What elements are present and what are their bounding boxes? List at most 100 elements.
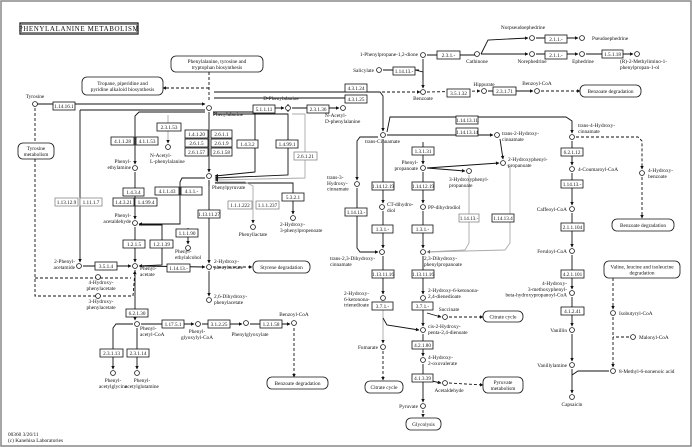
compound[interactable]: (R)-2-Methylimino-1-phenylpropan-1-ol bbox=[620, 51, 667, 71]
compound-node[interactable] bbox=[420, 295, 426, 301]
compound-node[interactable] bbox=[569, 327, 575, 333]
enzyme-box[interactable]: 3.7.1.- bbox=[371, 301, 394, 311]
compound[interactable]: cis-2-Hydroxy-penta-2,4-dienoate bbox=[420, 324, 469, 336]
compound-node[interactable] bbox=[494, 132, 500, 138]
compound-node[interactable] bbox=[95, 293, 101, 299]
enzyme-box[interactable]: 1.1.1.90 bbox=[175, 228, 199, 238]
compound[interactable]: Norpseudoephedrine bbox=[501, 25, 546, 41]
enzyme-box[interactable]: 1.4.1.20 bbox=[184, 129, 209, 139]
enzyme-box[interactable]: 1.3.1.- bbox=[411, 224, 434, 234]
compound[interactable]: Phenyl-propanoate bbox=[394, 160, 426, 172]
enzyme-box[interactable]: 4.1.1.43 bbox=[154, 186, 180, 196]
compound[interactable]: Phenyl-ethylalcohol bbox=[175, 245, 202, 261]
enzyme-box[interactable]: 1.17.5.1 bbox=[161, 319, 185, 329]
enzyme-box[interactable]: 1.14.12.19 bbox=[371, 181, 394, 191]
compound-node[interactable] bbox=[610, 310, 616, 316]
compound[interactable]: Phenyllactate bbox=[239, 224, 268, 238]
compound-node[interactable] bbox=[379, 204, 385, 210]
enzyme-box[interactable]: 2.3.1.71 bbox=[492, 86, 517, 96]
compound-node[interactable] bbox=[569, 394, 575, 400]
enzyme-box[interactable]: 2.1.1.- bbox=[544, 50, 568, 60]
compound-node[interactable] bbox=[500, 160, 506, 166]
enzyme-box[interactable]: 1.1.1.222 bbox=[227, 200, 253, 210]
compound[interactable]: Phenyl-ethylamine bbox=[107, 159, 138, 171]
compound-node[interactable] bbox=[569, 362, 575, 368]
compound-node[interactable] bbox=[569, 166, 575, 172]
enzyme-box[interactable]: 1.4.3.2 bbox=[236, 139, 259, 149]
compound[interactable]: Hippurate bbox=[473, 82, 495, 94]
enzyme-box[interactable]: 1.13.11.16 bbox=[411, 269, 435, 279]
compound-node[interactable] bbox=[32, 101, 38, 107]
enzyme-box[interactable]: 1.11.1.7 bbox=[79, 197, 103, 207]
enzyme-box[interactable]: 2.6.1.21 bbox=[293, 151, 318, 161]
enzyme-box[interactable]: 4.3.1.24 bbox=[344, 83, 368, 93]
compound-node[interactable] bbox=[420, 204, 426, 210]
compound[interactable]: 8-Methyl-6-nonenoic acid bbox=[610, 368, 675, 375]
compound-node[interactable] bbox=[132, 263, 138, 269]
enzyme-box[interactable]: 4.1.2.41 bbox=[560, 306, 585, 316]
compound-node[interactable] bbox=[442, 380, 448, 386]
compound[interactable]: Salicylate bbox=[353, 67, 382, 74]
compound[interactable]: Phenylglyoxylate bbox=[231, 320, 269, 338]
enzyme-box[interactable]: 4.1.1.53 bbox=[135, 136, 159, 146]
enzyme-box[interactable]: 5.1.1.11 bbox=[252, 104, 276, 114]
compound[interactable]: Phenyl-acetylglycine bbox=[99, 370, 128, 390]
compound-node[interactable] bbox=[380, 344, 386, 350]
enzyme-box[interactable]: 1.2.1.39 bbox=[149, 239, 174, 249]
enzyme-box[interactable]: 2.6.1.57 bbox=[184, 147, 209, 157]
compound-node[interactable] bbox=[340, 105, 346, 111]
compound[interactable]: Feruloyl-CoA bbox=[537, 248, 575, 255]
compound[interactable]: 4-Hydroxy-3-methoxyphenyl-beta-hydroxypr… bbox=[506, 281, 575, 299]
pathway-map-link[interactable]: Benzoate degradation bbox=[266, 376, 329, 390]
compound-node[interactable] bbox=[630, 334, 636, 340]
compound[interactable]: PP-dihydrodiol bbox=[420, 204, 461, 211]
enzyme-box[interactable]: 3.5.1.4 bbox=[94, 261, 118, 271]
enzyme-box[interactable]: 4.2.1.80 bbox=[411, 340, 434, 350]
enzyme-box[interactable]: 2.3.1.13 bbox=[99, 348, 124, 358]
enzyme-box[interactable]: 4.1.1.- bbox=[180, 186, 203, 196]
compound[interactable]: Phenyl-acetate bbox=[132, 263, 157, 278]
compound-node[interactable] bbox=[134, 321, 140, 327]
compound[interactable]: Capsaicin bbox=[562, 394, 583, 408]
enzyme-box[interactable]: 2.1.1.- bbox=[544, 34, 568, 44]
enzyme-box[interactable]: 3.1.2.25 bbox=[207, 319, 231, 329]
compound-node[interactable] bbox=[579, 51, 585, 57]
compound[interactable]: Phenyl-acetyl-CoA bbox=[134, 321, 165, 338]
compound-node[interactable] bbox=[76, 263, 82, 269]
compound[interactable]: Benzoyl-CoA bbox=[522, 81, 552, 94]
enzyme-box[interactable]: 4.3.1.25 bbox=[344, 94, 368, 104]
compound-node[interactable] bbox=[380, 132, 386, 138]
compound[interactable]: Succinate bbox=[439, 307, 460, 320]
enzyme-box[interactable]: 1.14.13.4 bbox=[491, 213, 515, 223]
compound-node[interactable] bbox=[243, 320, 249, 326]
compound-node[interactable] bbox=[569, 206, 575, 212]
enzyme-box[interactable]: 1.4.3.4 bbox=[122, 187, 145, 197]
compound[interactable]: 2-Hydroxy-phenylacetate bbox=[206, 259, 244, 271]
enzyme-box[interactable]: 3.7.1.- bbox=[411, 301, 434, 311]
compound[interactable]: Malonyl-CoA bbox=[630, 334, 669, 341]
compound[interactable]: Benzoyl-CoA bbox=[279, 312, 309, 326]
enzyme-box[interactable]: 1.4.3.21 bbox=[112, 197, 135, 207]
compound[interactable]: Phenyl-acetylglutamine bbox=[125, 370, 160, 390]
pathway-map-link[interactable]: Styrene degradation bbox=[252, 260, 311, 274]
compound-node[interactable] bbox=[132, 220, 138, 226]
compound[interactable]: 2,6-Dihydroxy-phenylacetate bbox=[206, 294, 248, 306]
enzyme-box[interactable]: 1.14.13.11 bbox=[455, 115, 479, 125]
compound[interactable]: Vanillin bbox=[550, 327, 575, 334]
compound-node[interactable] bbox=[165, 144, 171, 150]
compound[interactable]: 1-Phenylpropane-1,2-dione bbox=[360, 52, 426, 58]
compound-node[interactable] bbox=[206, 264, 212, 270]
compound[interactable]: 2-Hydroxy-6-ketonona-trienedioate bbox=[344, 291, 386, 309]
compound[interactable]: Phenyl-glyoxylyl-CoA bbox=[181, 321, 213, 341]
pathway-map-link[interactable]: Citrate cycle bbox=[482, 310, 524, 323]
compound-node[interactable] bbox=[185, 245, 191, 251]
enzyme-box[interactable]: 6.2.1.12 bbox=[560, 147, 584, 157]
compound[interactable]: Phenyl-acetaldehyde bbox=[103, 213, 138, 226]
enzyme-box[interactable]: 1.5.1.18 bbox=[601, 49, 624, 59]
compound-node[interactable] bbox=[442, 314, 448, 320]
enzyme-box[interactable]: 2.6.1.1 bbox=[210, 129, 233, 139]
compound[interactable]: trans-4-Hydroxy-cinnamate bbox=[569, 123, 616, 140]
enzyme-box[interactable]: 1.13.11.16 bbox=[371, 269, 395, 279]
